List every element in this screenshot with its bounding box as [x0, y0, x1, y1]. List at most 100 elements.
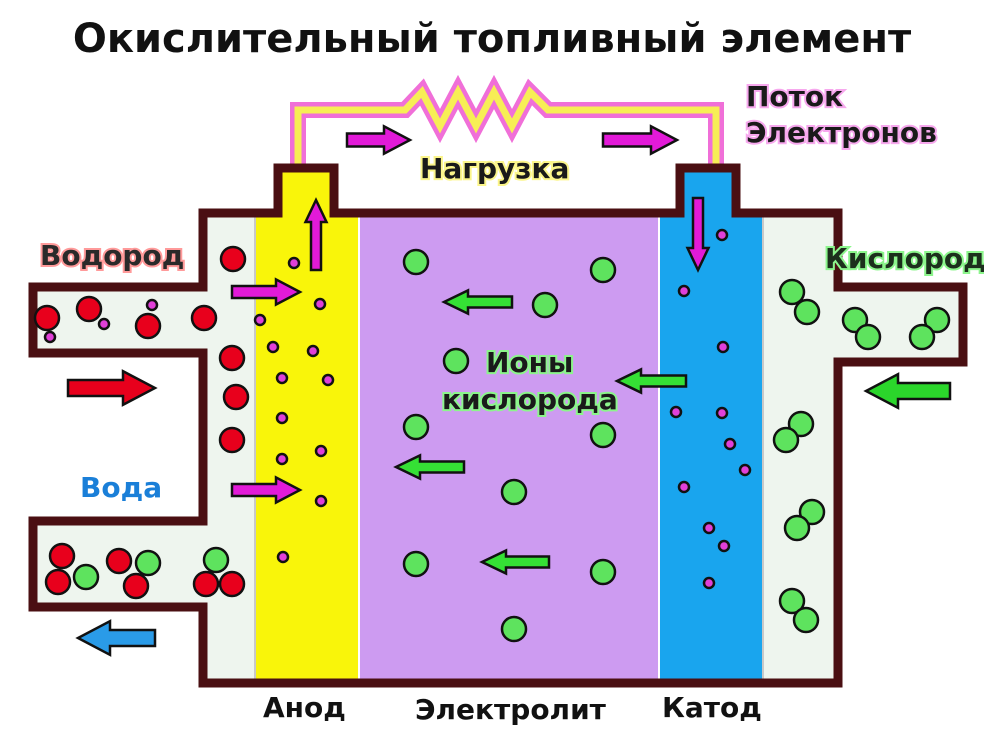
electron: [253, 313, 267, 327]
anode-terminal: [278, 168, 334, 218]
oxygen-atom: [402, 248, 430, 276]
hydrogen-atom: [44, 568, 72, 596]
hydrogen-atom: [33, 304, 61, 332]
electron: [677, 480, 691, 494]
label-electron-flow-2: Электронов: [746, 116, 937, 149]
ion-flow-arrow: [441, 288, 514, 316]
hydrogen-inflow-arrow: [66, 369, 158, 407]
electron: [717, 539, 731, 553]
cathode-terminal: [680, 168, 736, 218]
electron: [275, 411, 289, 425]
oxygen-inflow-arrow: [863, 372, 952, 410]
hydrogen-atom: [218, 426, 246, 454]
electron: [314, 494, 328, 508]
oxygen-atom: [531, 291, 559, 319]
hydrogen-atom: [192, 570, 220, 598]
electron: [677, 284, 691, 298]
electron-flow-arrow: [345, 124, 413, 156]
electron: [716, 340, 730, 354]
oxygen-atom: [854, 323, 882, 351]
hydrogen-atom: [75, 295, 103, 323]
label-oxygen: Кислород: [825, 242, 984, 275]
oxygen-atom: [798, 498, 826, 526]
electron: [715, 228, 729, 242]
oxygen-atom: [589, 256, 617, 284]
hydrogen-atom: [219, 245, 247, 273]
oxygen-atom: [923, 306, 951, 334]
hydrogen-atom: [222, 383, 250, 411]
label-anode: Анод: [263, 691, 346, 724]
hydrogen-atom: [48, 542, 76, 570]
label-ions-2: кислорода: [442, 383, 618, 416]
electron: [669, 405, 683, 419]
electron: [275, 452, 289, 466]
oxygen-atom: [908, 323, 936, 351]
cathode-layer: [659, 213, 763, 683]
electron-down-arrow: [685, 196, 711, 273]
oxygen-atom: [778, 278, 806, 306]
electron: [276, 550, 290, 564]
label-cathode: Катод: [662, 691, 762, 724]
oxygen-atom: [772, 426, 800, 454]
oxygen-atom: [402, 413, 430, 441]
oxygen-atom: [783, 514, 811, 542]
label-load: Нагрузка: [420, 152, 569, 185]
electron: [715, 406, 729, 420]
hydrogen-atom: [122, 572, 150, 600]
electron: [287, 256, 301, 270]
oxygen-atom: [134, 549, 162, 577]
oxygen-atom: [787, 410, 815, 438]
oxygen-atom: [72, 563, 100, 591]
electron: [43, 330, 57, 344]
cell-outline: [28, 163, 968, 688]
electron: [314, 444, 328, 458]
flow-arrows: [66, 124, 952, 657]
label-water: Вода: [80, 471, 162, 504]
particles: [33, 228, 951, 643]
label-electron-flow-1: Поток: [746, 80, 843, 113]
oxygen-atom: [589, 558, 617, 586]
electron: [723, 437, 737, 451]
diagram-title: Окислительный топливный элемент: [73, 16, 912, 62]
hydrogen-atom: [105, 547, 133, 575]
electron: [738, 463, 752, 477]
oxygen-atom: [792, 606, 820, 634]
electron-release-arrow: [230, 475, 303, 505]
ion-flow-arrow: [479, 548, 551, 576]
oxygen-atom: [402, 550, 430, 578]
oxygen-atom: [500, 615, 528, 643]
ion-flow-arrow: [614, 367, 688, 395]
hydrogen-atom: [218, 570, 246, 598]
electron: [266, 340, 280, 354]
electron: [321, 373, 335, 387]
electron: [97, 317, 111, 331]
hydrogen-atom: [190, 304, 218, 332]
external-circuit-wire: [290, 74, 724, 170]
electron: [313, 297, 327, 311]
label-electrolyte: Электролит: [415, 693, 607, 726]
oxygen-atom: [202, 546, 230, 574]
electron: [702, 521, 716, 535]
oxygen-atom: [442, 347, 470, 375]
hydrogen-atom: [218, 344, 246, 372]
hydrogen-inlet-tube: [33, 287, 208, 353]
electron: [275, 371, 289, 385]
electron-release-arrow: [230, 277, 303, 307]
oxygen-atom: [778, 587, 806, 615]
electrolyte-layer: [359, 213, 659, 683]
hydrogen-atom: [134, 312, 162, 340]
electron: [702, 576, 716, 590]
ion-flow-arrow: [393, 453, 466, 481]
label-hydrogen: Водород: [40, 239, 184, 272]
electron-flow-arrow: [601, 124, 680, 156]
cell-body: [28, 163, 968, 688]
label-ions-1: Ионы: [486, 346, 573, 379]
water-outflow-arrow: [75, 619, 157, 657]
anode-layer: [255, 213, 359, 683]
electron-up-arrow: [303, 197, 329, 272]
labels: Водород Вода Кислород Нагрузка Поток Эле…: [38, 78, 984, 726]
oxygen-atom: [500, 478, 528, 506]
electron: [306, 344, 320, 358]
